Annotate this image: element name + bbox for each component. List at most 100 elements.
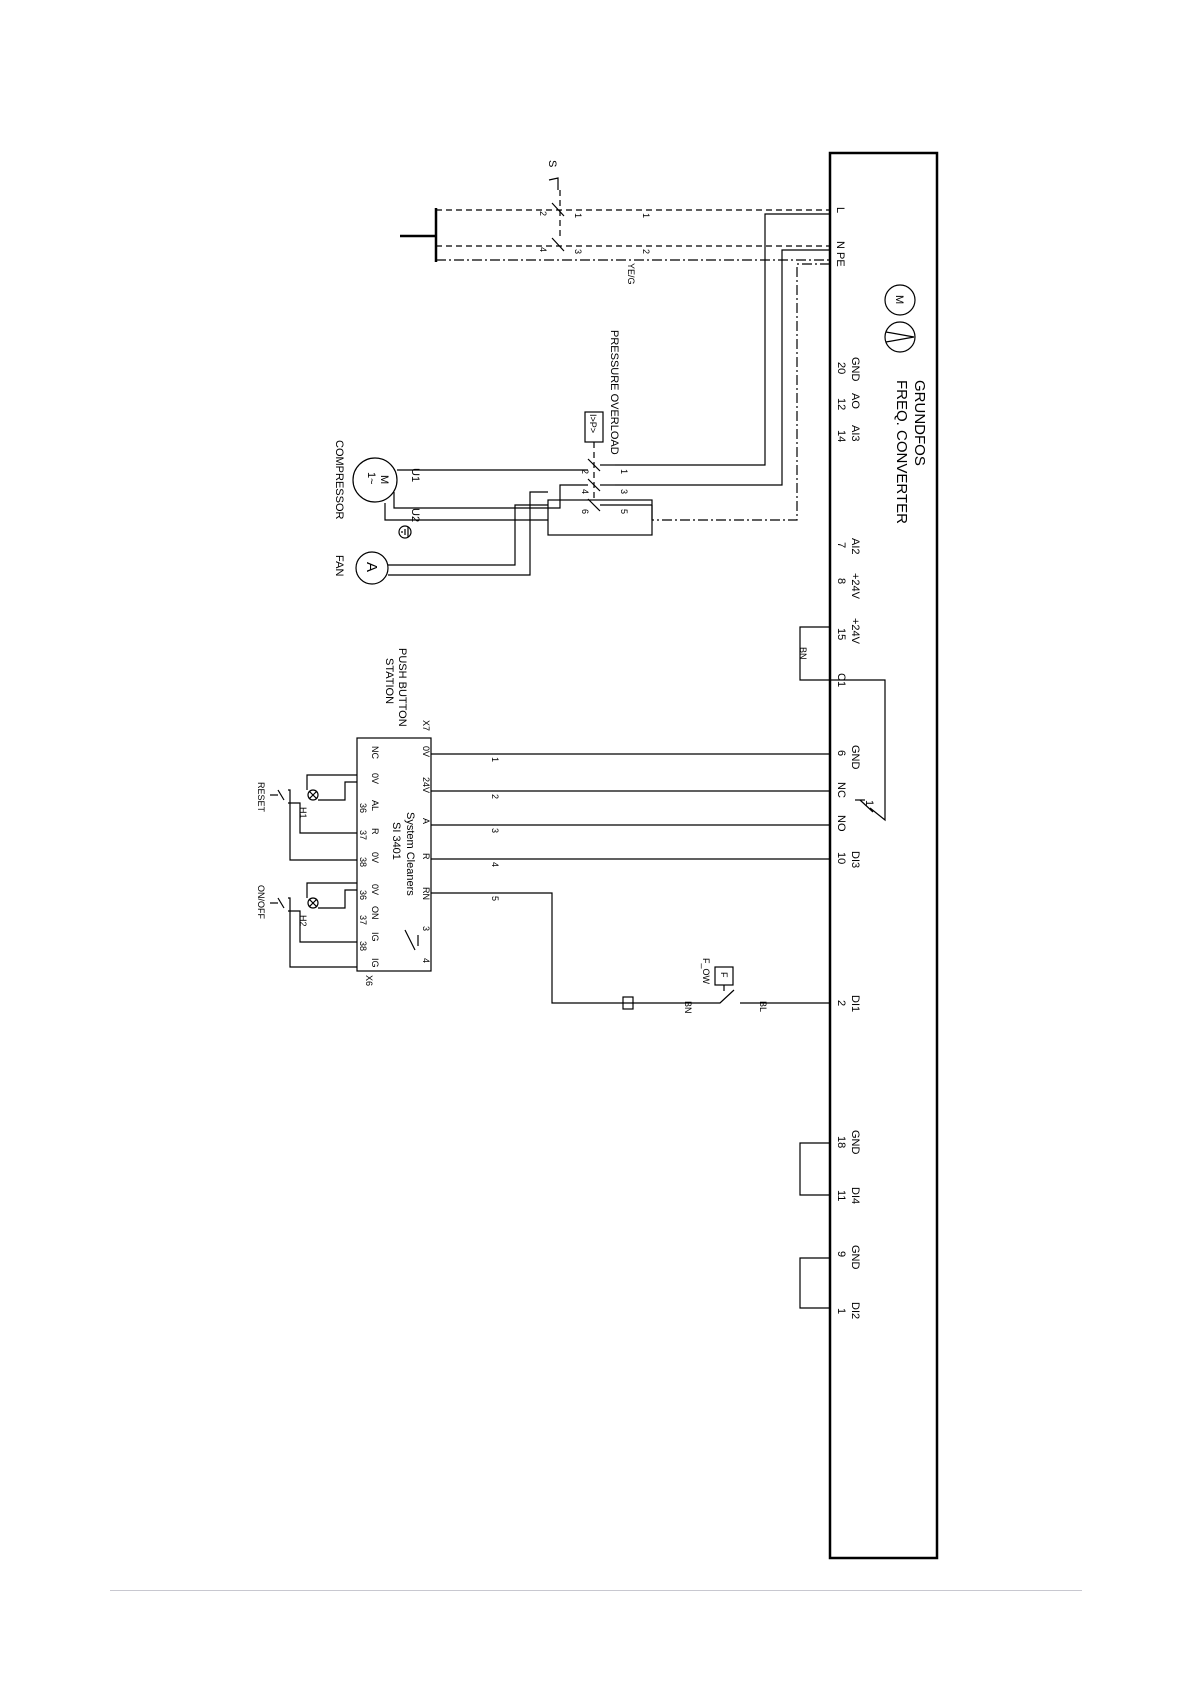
svg-text:4: 4: [538, 247, 548, 252]
svg-text:7: 7: [835, 542, 847, 548]
jumper-9-1: [799, 1257, 830, 1309]
svg-text:U1: U1: [409, 468, 421, 482]
svg-text:F: F: [719, 972, 729, 978]
push-button-icon: [270, 789, 285, 801]
svg-text:1: 1: [573, 213, 583, 218]
power-supply: [400, 208, 830, 262]
pump-icon: [884, 321, 916, 353]
svg-text:NC: NC: [835, 782, 847, 798]
svg-text:A: A: [363, 562, 380, 572]
svg-text:X6: X6: [364, 975, 374, 986]
svg-text:GND: GND: [849, 1130, 861, 1155]
svg-text:DI1: DI1: [849, 995, 861, 1012]
svg-text:BN: BN: [683, 1001, 693, 1014]
control-wiring: 1 2 3 4 5: [431, 753, 830, 1004]
svg-text:IG: IG: [370, 958, 380, 968]
svg-text:2: 2: [490, 794, 500, 799]
lamp-icon: [307, 789, 319, 801]
svg-text:NC: NC: [370, 746, 380, 759]
svg-text:STATION: STATION: [383, 658, 395, 704]
svg-text:DI4: DI4: [849, 1187, 861, 1204]
svg-text:10: 10: [835, 852, 847, 864]
svg-text:2: 2: [538, 211, 548, 216]
svg-text:U2: U2: [409, 508, 421, 522]
svg-text:1: 1: [619, 469, 629, 474]
svg-text:24V: 24V: [421, 777, 431, 793]
svg-text:COMPRESSOR: COMPRESSOR: [333, 440, 345, 520]
svg-text:H1: H1: [298, 807, 308, 819]
svg-text:BL: BL: [758, 1001, 768, 1012]
svg-text:6: 6: [835, 750, 847, 756]
svg-text:1: 1: [641, 213, 651, 218]
svg-text:AO: AO: [849, 393, 861, 409]
svg-text:R: R: [421, 853, 431, 860]
svg-text:15: 15: [835, 628, 847, 640]
svg-text:H2: H2: [298, 915, 308, 927]
svg-text:GND: GND: [849, 357, 861, 382]
svg-text:S: S: [546, 160, 558, 167]
svg-text:GND: GND: [849, 1245, 861, 1270]
svg-text:M: M: [893, 295, 905, 304]
svg-text:PRESSURE OVERLOAD: PRESSURE OVERLOAD: [608, 330, 620, 455]
svg-text:5: 5: [490, 896, 500, 901]
svg-text:N: N: [834, 241, 846, 249]
svg-text:R: R: [370, 828, 380, 835]
terminal-labels: L N PE GND 20 AO 12 AI3 14 AI2 7 +24V 8 …: [834, 207, 875, 1319]
svg-text:DI2: DI2: [849, 1302, 861, 1319]
jumper-15-c1: BN: [798, 626, 886, 822]
fan: A FAN: [333, 491, 548, 585]
svg-text:4: 4: [580, 489, 590, 494]
svg-text:AI2: AI2: [849, 538, 861, 555]
svg-text:SI 3401: SI 3401: [390, 822, 402, 860]
push-button-station: PUSH BUTTON STATION X7 X6 System Cleaner…: [256, 648, 432, 986]
flow-switch: F F_OW BN BL: [622, 958, 830, 1014]
svg-text:36: 36: [358, 890, 368, 900]
jumper-18-11: [799, 1142, 830, 1196]
compressor-motor-icon: [352, 457, 398, 503]
pressure-overload: PRESSURE OVERLOAD I>P> 1 2 3 4 5 6: [547, 330, 653, 536]
converter-model: FREQ. CONVERTER: [893, 380, 910, 524]
motor-icon: M: [884, 284, 916, 316]
svg-text:2: 2: [641, 249, 651, 254]
freq-converter-box: [828, 151, 939, 1560]
svg-text:8: 8: [835, 578, 847, 584]
svg-text:3: 3: [490, 828, 500, 833]
svg-text:A: A: [421, 818, 431, 824]
svg-text:3: 3: [619, 489, 629, 494]
svg-text:PUSH BUTTON: PUSH BUTTON: [396, 648, 408, 727]
svg-text:18: 18: [835, 1136, 847, 1148]
converter-brand: GRUNDFOS: [911, 380, 928, 466]
svg-text:0V: 0V: [421, 746, 431, 757]
ground-icon: [398, 525, 412, 539]
svg-text:RESET: RESET: [256, 782, 266, 813]
svg-text:12: 12: [835, 398, 847, 410]
svg-text:1: 1: [835, 1308, 847, 1314]
svg-text:2: 2: [580, 469, 590, 474]
svg-text:FAN: FAN: [333, 555, 345, 576]
svg-text:5: 5: [619, 509, 629, 514]
svg-text:36: 36: [358, 803, 368, 813]
svg-text:11: 11: [835, 1190, 847, 1201]
svg-text:1: 1: [490, 757, 500, 762]
svg-text:F_OW: F_OW: [701, 958, 711, 985]
fan-icon: [355, 551, 389, 585]
svg-text:0V: 0V: [370, 773, 380, 784]
lamp-icon: [307, 897, 319, 909]
svg-text:20: 20: [835, 362, 847, 374]
svg-text:3: 3: [421, 926, 431, 931]
svg-text:System Cleaners: System Cleaners: [404, 812, 416, 896]
footer-divider: [110, 1590, 1082, 1591]
svg-text:4: 4: [490, 862, 500, 867]
svg-text:0V: 0V: [370, 884, 380, 895]
svg-text:38: 38: [358, 941, 368, 951]
svg-text:4: 4: [421, 958, 431, 963]
svg-text:M: M: [378, 475, 390, 484]
svg-text:NO: NO: [835, 815, 847, 832]
svg-text:RN: RN: [421, 887, 431, 900]
svg-text:I>P>: I>P>: [588, 414, 598, 433]
svg-text:X7: X7: [421, 720, 431, 731]
svg-text:ON/OFF: ON/OFF: [256, 885, 266, 919]
svg-text:1~: 1~: [365, 472, 377, 485]
compressor: M 1~ COMPRESSOR U1 U2: [333, 440, 588, 539]
